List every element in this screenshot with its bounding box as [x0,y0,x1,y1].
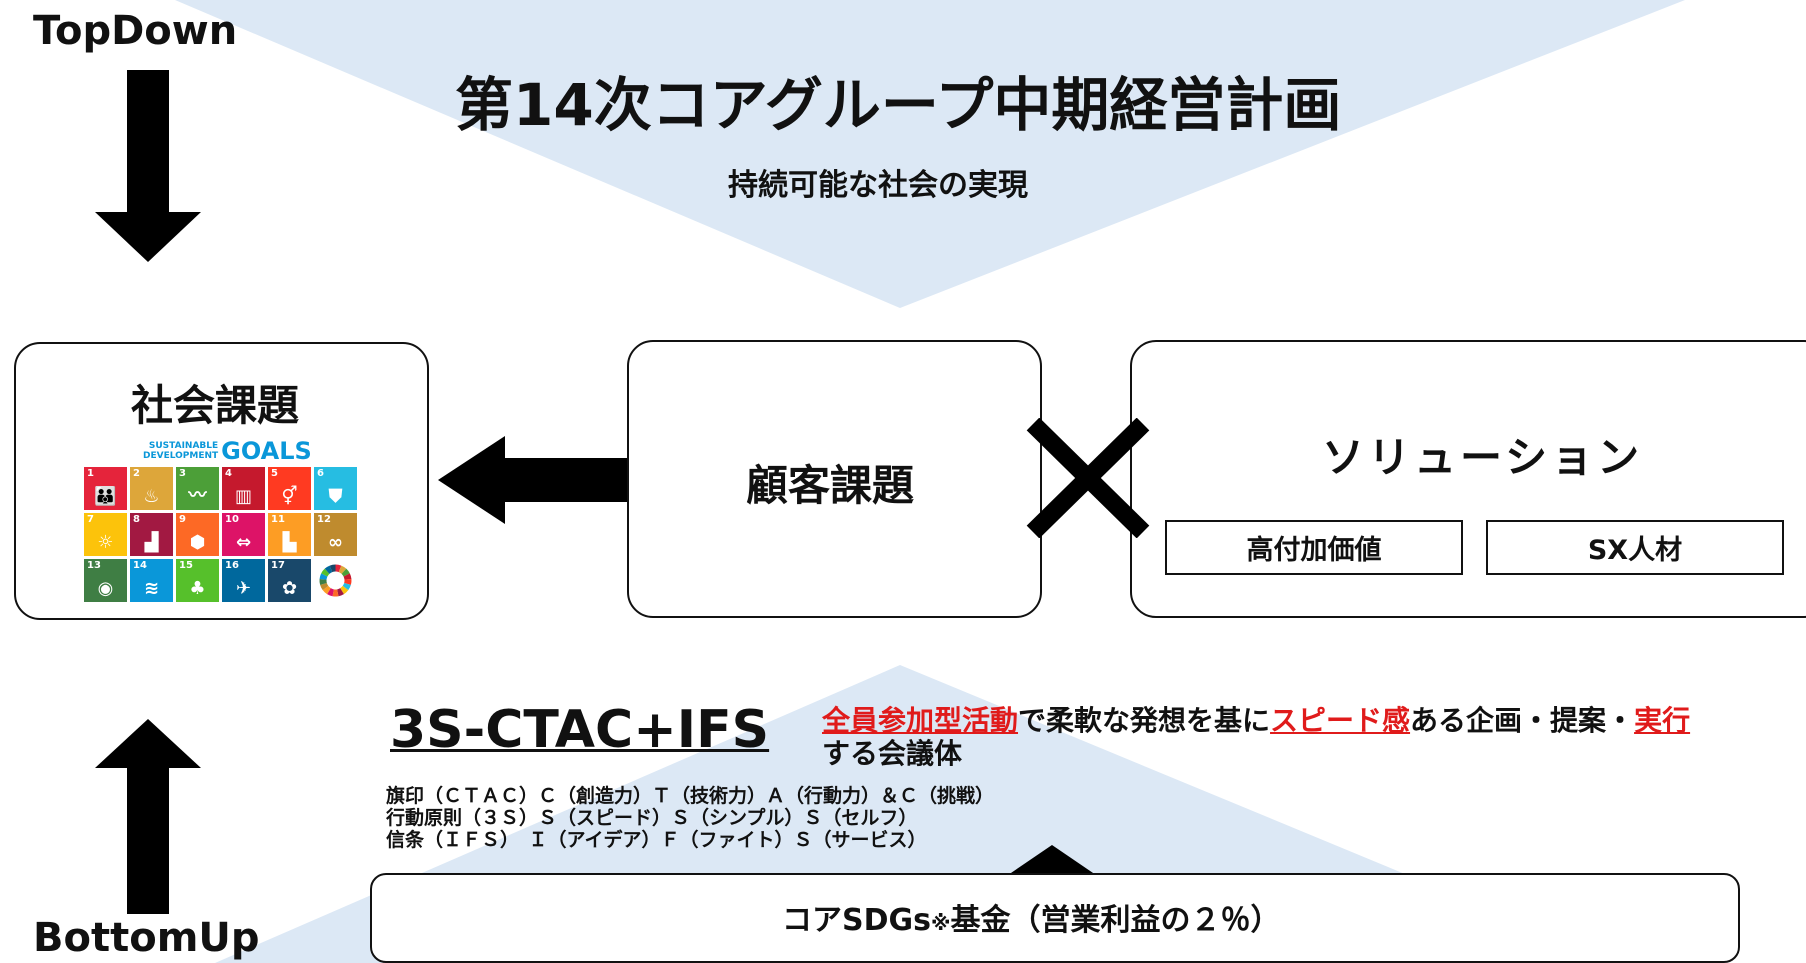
fund-pointer [1008,845,1096,875]
meeting-description: 全員参加型活動で柔軟な発想を基にスピード感ある企画・提案・実行 する会議体 [822,704,1690,770]
desc-text-1: で柔軟な発想を基に [1018,704,1271,737]
fish-icon: ≋ [143,578,160,599]
sdg-tile: 7☼ [84,513,127,556]
fund-suffix: 基金（営業利益の２％） [950,903,1281,938]
fund-box [370,873,1740,963]
sdg-tile-number: 15 [179,560,193,571]
cubes-icon: ⬢ [189,532,206,553]
customer-issues-title: 顧客課題 [746,461,915,510]
sdg-tile: 6⛊ [314,467,357,510]
sdg-tile-number: 7 [87,514,94,525]
sdg-tile: 1👪 [84,467,127,510]
customer-issues-box [627,340,1042,618]
sdg-tile: 14 ≋ [130,559,173,602]
fund-mark: ※ [931,911,951,935]
growth-icon: ▟ [144,532,159,553]
social-issues-box [14,342,429,620]
social-issues-title: 社会課題 [131,381,300,430]
fund-label: コアSDGs※基金（営業利益の２％） [782,895,1280,939]
sdg-tile-number: 3 [179,468,186,479]
book-icon: ▥ [234,486,252,507]
meeting-description-line2: する会議体 [822,737,963,770]
plan-subtitle: 持続可能な社会の実現 [728,168,1028,203]
bowl-icon: ♨ [143,486,160,507]
city-icon: ▙ [282,532,297,553]
principle-action: 行動原則（３Ｓ）Ｓ（スピード）Ｓ（シンプル）Ｓ（セルフ） [386,807,918,829]
flower-icon: ✿ [281,578,298,599]
sdg-tile-number: 14 [133,560,147,571]
desc-text-2: ある企画・提案・ [1410,704,1635,737]
highlight-execution: 実行 [1634,704,1691,737]
people-icon: 👪 [94,486,117,507]
bottomup-label: BottomUp [33,915,260,961]
sdg-tile-number: 2 [133,468,140,479]
left-arrow [438,436,629,524]
sdg-tile: 15 ♣ [176,559,219,602]
sdg-tile: 12 ∞ [314,513,357,556]
sdg-tile [314,559,357,602]
sdg-tile-number: 1 [87,468,94,479]
goals-logo-word: GOALS [221,437,312,465]
sdg-goals-logo: SUSTAINABLE DEVELOPMENT GOALS [143,437,312,465]
meeting-name: 3S-CTAC+IFS [390,700,770,760]
sdg-tile: 11 ▙ [268,513,311,556]
tree-icon: ♣ [189,578,206,599]
infinity-icon: ∞ [328,532,343,553]
sdg-tile: 8▟ [130,513,173,556]
sdg-tile: 16 ✈ [222,559,265,602]
bottomup-arrow [95,719,201,914]
sdg-tile: 17 ✿ [268,559,311,602]
sun-icon: ☼ [97,532,114,553]
sdg-tile: 2♨ [130,467,173,510]
sdg-tile-number: 16 [225,560,239,571]
sdg-tile: 5⚥ [268,467,311,510]
sdg-tile: 9⬢ [176,513,219,556]
solution-item-high-value: 高付加価値 [1165,520,1463,575]
sdg-tile-number: 9 [179,514,186,525]
sdg-tile-number: 13 [87,560,101,571]
sdg-tile: 3〰 [176,467,219,510]
sdg-tile-number: 17 [271,560,285,571]
goals-logo-line1: SUSTAINABLE [148,441,219,451]
plan-title: 第14次コアグループ中期経営計画 [455,71,1342,139]
water-icon: ⛊ [328,486,343,507]
highlight-all-participation: 全員参加型活動 [822,704,1019,737]
solution-item-sx-talent: SX人材 [1486,520,1784,575]
principle-banner: 旗印（ＣＴＡＣ）Ｃ（創造力）Ｔ（技術力）Ａ（行動力）＆Ｃ（挑戦） [386,785,995,807]
sdg-tile-number: 6 [317,468,324,479]
gender-icon: ⚥ [281,486,298,507]
sdg-tile: 10 ⇔ [222,513,265,556]
dove-icon: ✈ [235,578,252,599]
eye-icon: ◉ [97,578,114,599]
sdg-tile-number: 5 [271,468,278,479]
topdown-label: TopDown [33,8,238,54]
sdg-tile-number: 10 [225,514,239,525]
topdown-arrow [95,70,201,262]
meeting-description-line1: 全員参加型活動で柔軟な発想を基にスピード感ある企画・提案・実行 [822,704,1690,737]
sdg-tile-number: 4 [225,468,232,479]
sdg-wheel-icon [319,564,352,597]
fund-prefix: コアSDGs [782,903,931,938]
highlight-speed: スピード感 [1270,704,1411,737]
sdg-tile-number: 11 [271,514,285,525]
sdg-tile-number: 8 [133,514,140,525]
sdg-tile: 13 ◉ [84,559,127,602]
sdg-tile: 4▥ [222,467,265,510]
multiply-cross-icon [1026,418,1150,538]
equality-icon: ⇔ [235,532,252,553]
principles-list: 旗印（ＣＴＡＣ）Ｃ（創造力）Ｔ（技術力）Ａ（行動力）＆Ｃ（挑戦） 行動原則（３Ｓ… [386,785,994,851]
goals-logo-line2: DEVELOPMENT [143,451,219,461]
heartbeat-icon: 〰 [188,485,207,506]
sdg-tile-grid: 1👪2♨3〰4▥5⚥6⛊7☼8▟9⬢10⇔11▙12∞13◉14≋15♣16✈1… [84,467,357,602]
topdown-triangle [175,0,1685,308]
principle-creed: 信条（ＩＦＳ） Ｉ（アイデア）Ｆ（ファイト）Ｓ（サービス） [386,829,927,851]
sdg-tile-number: 12 [317,514,331,525]
solution-title: ソリューション [1322,433,1644,482]
